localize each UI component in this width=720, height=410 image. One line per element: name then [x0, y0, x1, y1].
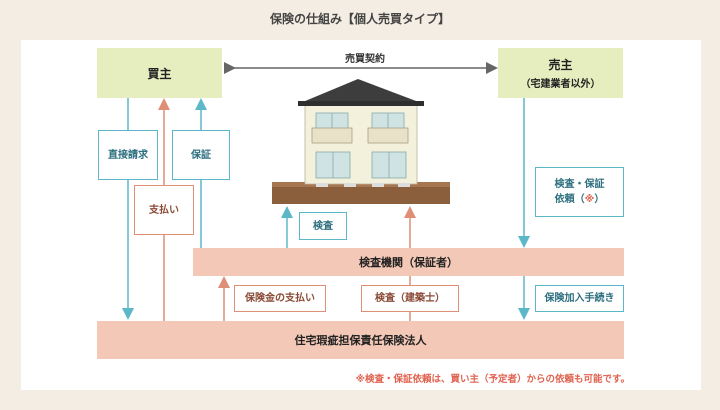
buyer-label: 買主 — [147, 66, 172, 81]
insurance-procedure-label: 保険加入手続き — [535, 285, 624, 312]
inspection-request-line2: 依頼（※） — [555, 192, 605, 207]
architect-inspection-label: 検査（建築士） — [361, 285, 459, 312]
guarantee-label: 保証 — [172, 130, 230, 180]
direct-claim-label: 直接請求 — [98, 130, 158, 180]
inspection-request-text: 依頼（ — [554, 194, 585, 205]
buyer-box: 買主 — [97, 48, 222, 98]
inspection-org-bar: 検査機関（保証者） — [193, 248, 624, 276]
inspection-request-label: 検査・保証 依頼（※） — [535, 167, 624, 217]
seller-sub-label: （宅建業者以外） — [520, 79, 601, 90]
insurance-payment-label: 保険金の支払い — [234, 285, 326, 312]
house-illustration — [272, 79, 450, 204]
seller-box: 売主 （宅建業者以外） — [498, 48, 623, 98]
insurance-corp-bar: 住宅瑕疵担保責任保険法人 — [97, 321, 624, 359]
asterisk-mark: ※ — [584, 194, 595, 205]
contract-label: 売買契約 — [345, 54, 385, 65]
seller-label: 売主 — [548, 58, 573, 72]
inspection-request-close: ） — [594, 194, 605, 205]
footnote: ※検査・保証依頼は、買い主（予定者）からの依頼も可能です。 — [355, 374, 630, 385]
payment-label: 支払い — [134, 185, 194, 235]
page-title: 保険の仕組み【個人売買タイプ】 — [269, 12, 450, 26]
inspection-org-label: 検査機関（保証者） — [359, 256, 458, 269]
inspection-label: 検査 — [299, 212, 347, 240]
insurance-corp-label: 住宅瑕疵担保責任保険法人 — [294, 334, 427, 347]
inspection-request-line1: 検査・保証 — [554, 179, 605, 190]
